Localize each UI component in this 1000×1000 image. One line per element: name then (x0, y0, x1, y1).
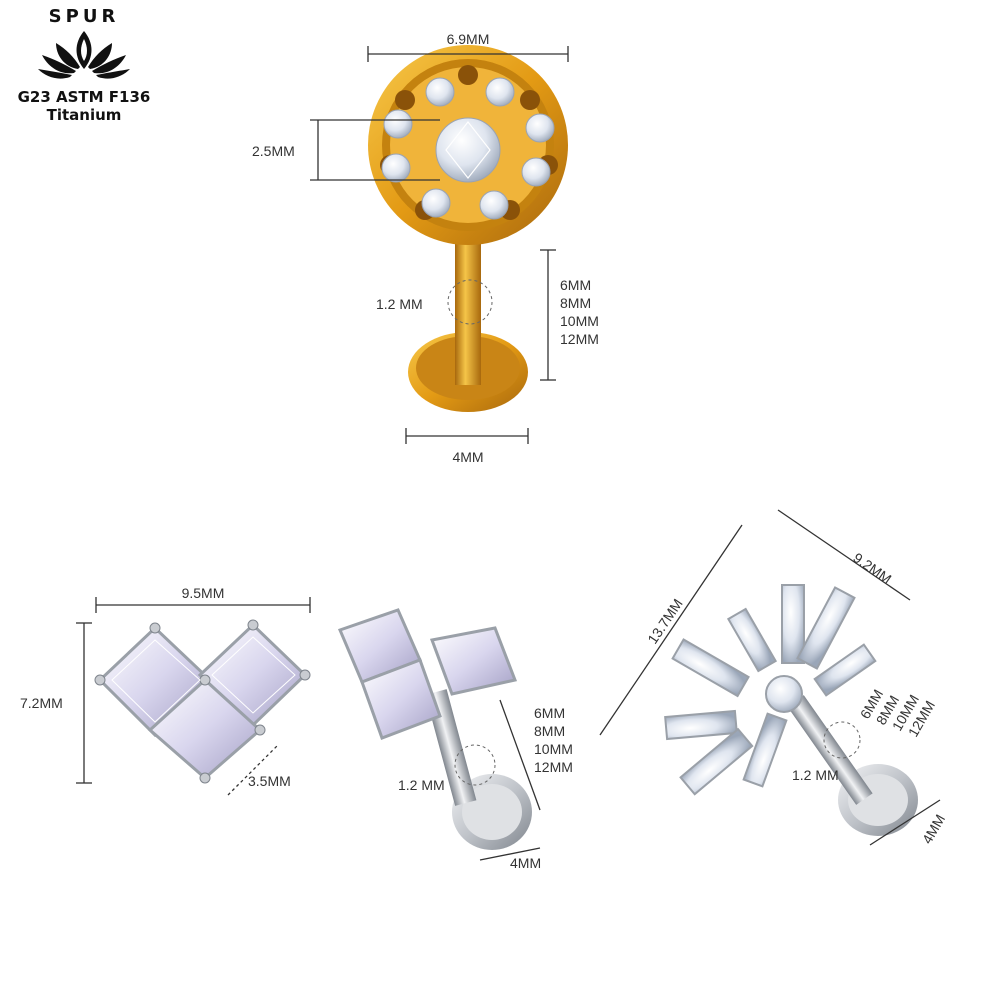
silver-heart-front (94, 619, 311, 784)
heart-side-length-3: 10MM (534, 741, 573, 757)
heart-stone-label: 3.5MM (248, 773, 291, 789)
star-gauge-label: 1.2 MM (792, 767, 839, 783)
gold-center-gem-label: 2.5MM (252, 143, 295, 159)
heart-side-dimension-lines (479, 699, 541, 861)
dimension-labels: 6.9MM 2.5MM 1.2 MM 6MM 8MM 10MM 12MM 4MM… (20, 31, 948, 871)
gold-top-width-label: 6.9MM (447, 31, 490, 47)
heart-height-label: 7.2MM (20, 695, 63, 711)
brand-name: SPUR (48, 6, 120, 27)
gold-gauge-label: 1.2 MM (376, 296, 423, 312)
brand-spec-grade: G23 ASTM F136 (17, 88, 151, 106)
star-dimension-lines (599, 509, 941, 846)
brand-block: SPUR G23 ASTM F136 Titanium (4, 6, 164, 124)
silver-starburst-side (664, 584, 918, 836)
brand-spec-material: Titanium (46, 106, 122, 124)
gold-length-2: 8MM (560, 295, 591, 311)
gold-length-4: 12MM (560, 331, 599, 347)
lotus-logo-icon (38, 31, 130, 79)
heart-side-gauge-label: 1.2 MM (398, 777, 445, 793)
star-width-label: 9.2MM (850, 549, 894, 587)
heart-side-length-1: 6MM (534, 705, 565, 721)
silver-heart-side (337, 608, 532, 850)
gold-dimension-lines (310, 46, 569, 444)
heart-front-dimension-lines (76, 597, 311, 796)
gold-back-disc-label: 4MM (452, 449, 483, 465)
heart-side-length-2: 8MM (534, 723, 565, 739)
heart-side-back-disc-label: 4MM (510, 855, 541, 871)
gold-length-1: 6MM (560, 277, 591, 293)
heart-side-length-4: 12MM (534, 759, 573, 775)
heart-width-label: 9.5MM (182, 585, 225, 601)
gold-length-3: 10MM (560, 313, 599, 329)
gold-flower-stud (368, 45, 568, 412)
star-back-disc-label: 4MM (919, 812, 948, 847)
